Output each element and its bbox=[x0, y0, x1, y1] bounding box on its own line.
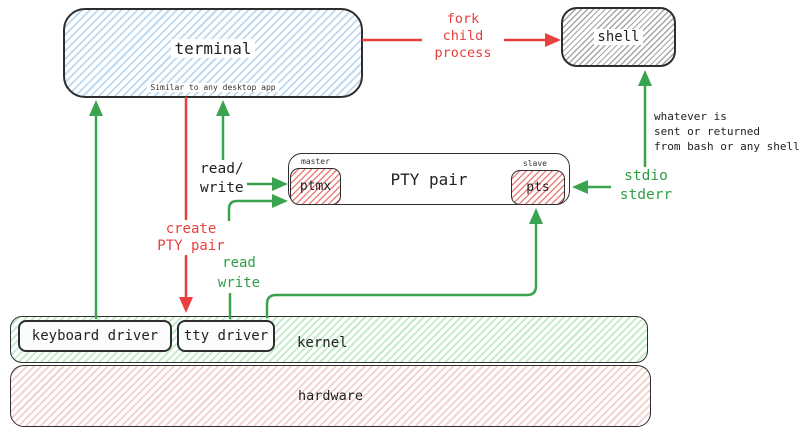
terminal-label: terminal bbox=[171, 38, 255, 58]
master-tag: master bbox=[301, 157, 330, 166]
shell-box: shell bbox=[561, 7, 676, 67]
tty-driver-box: tty driver bbox=[177, 320, 275, 352]
pts-label: pts bbox=[526, 180, 550, 195]
slave-tag: slave bbox=[522, 159, 547, 168]
read-write-tty-label: read write bbox=[204, 253, 274, 293]
tty-driver-label: tty driver bbox=[183, 328, 269, 344]
read-write-ptmx-label: read/ write bbox=[197, 160, 247, 198]
shell-label: shell bbox=[594, 29, 643, 45]
shell-io-note: whatever is sent or returned from bash o… bbox=[654, 110, 800, 153]
stdio-stderr-label: stdio stderr bbox=[611, 167, 681, 205]
create-pty-pair-label: create PTY pair bbox=[139, 221, 243, 255]
hardware-box: hardware bbox=[10, 365, 651, 427]
hardware-label: hardware bbox=[297, 388, 364, 404]
terminal-box: terminal Similar to any desktop app bbox=[63, 8, 363, 98]
fork-child-process-label: fork child process bbox=[422, 11, 504, 62]
kernel-label: kernel bbox=[297, 335, 348, 351]
ptmx-box: ptmx bbox=[290, 168, 341, 205]
terminal-subtitle: Similar to any desktop app bbox=[65, 83, 361, 92]
arrow-tty-to-pts bbox=[265, 208, 543, 319]
ptmx-label: ptmx bbox=[299, 179, 332, 194]
keyboard-driver-box: keyboard driver bbox=[18, 320, 172, 352]
keyboard-driver-label: keyboard driver bbox=[31, 328, 159, 344]
pts-box: pts bbox=[511, 170, 565, 205]
pty-pair-label: PTY pair bbox=[390, 169, 468, 189]
